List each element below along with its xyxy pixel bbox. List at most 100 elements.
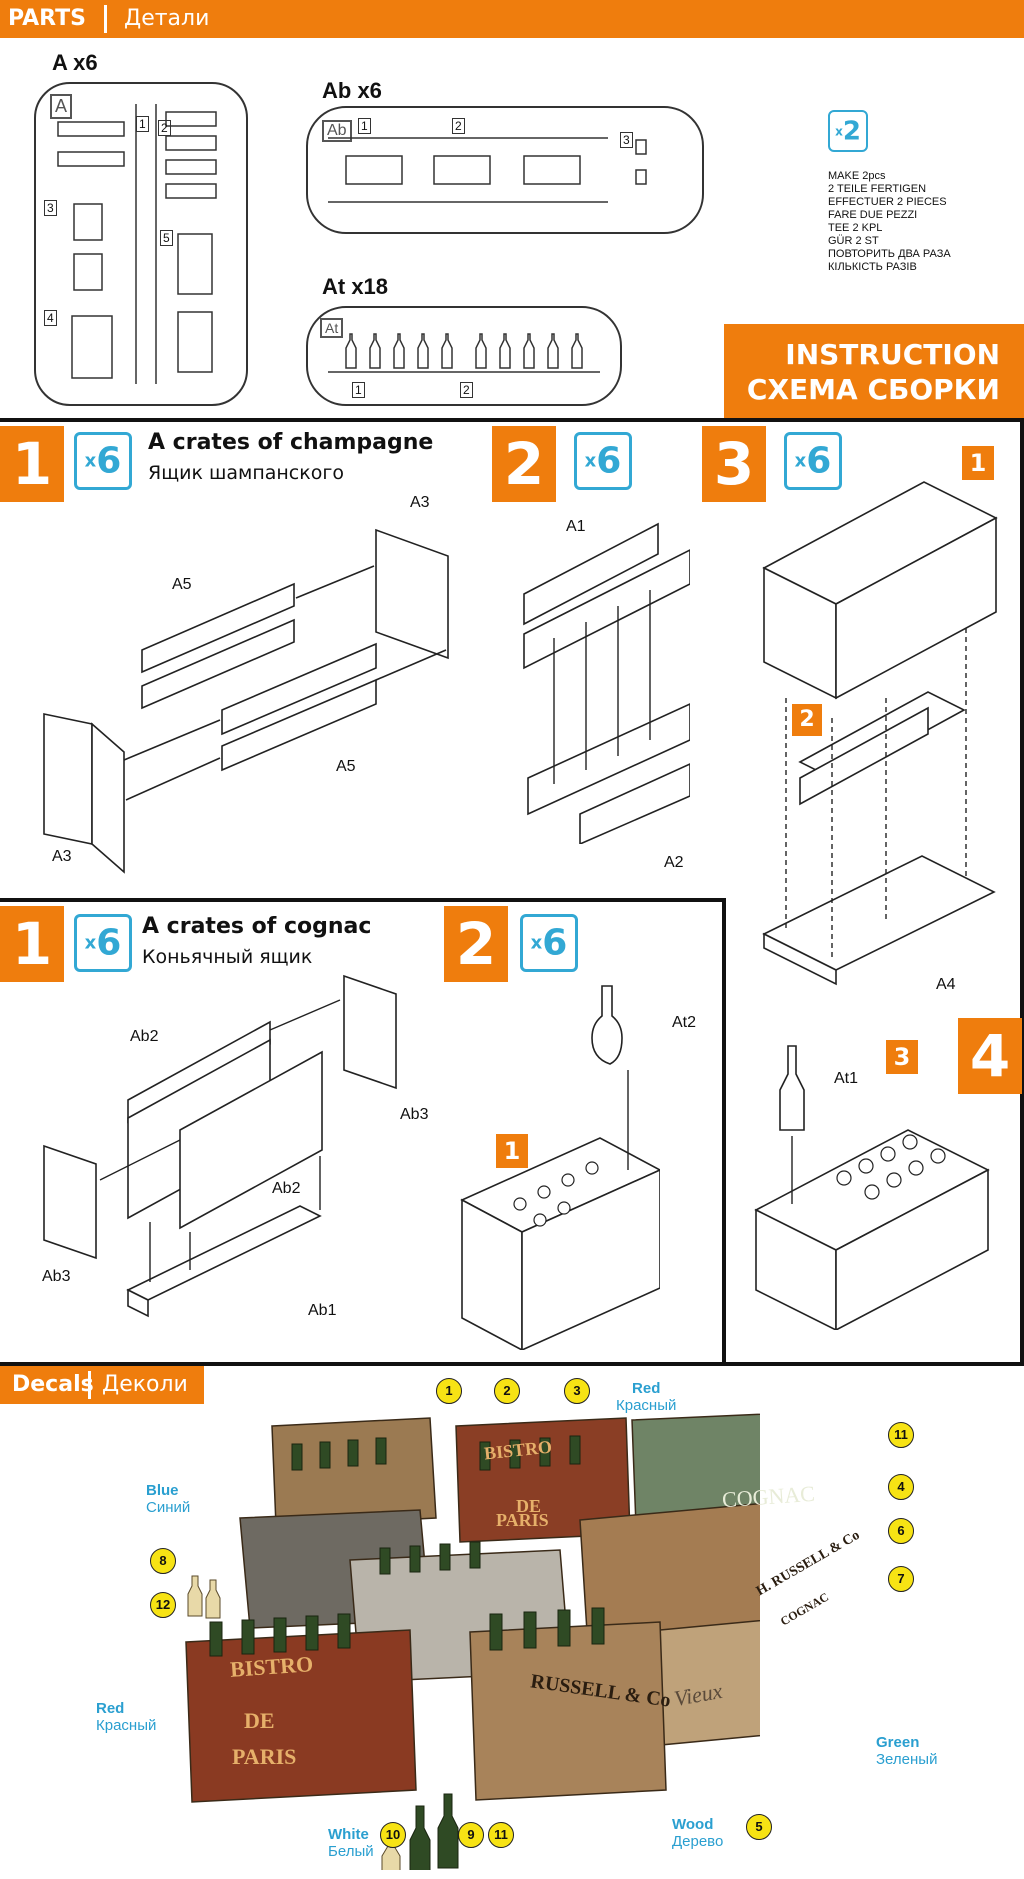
champagne-step-2-drawing: [523, 522, 690, 844]
decal-color-wood-en: Wood: [672, 1816, 714, 1833]
decal-color-red-left-en: Red: [96, 1700, 125, 1717]
decal-color-red-left: Red Красный: [96, 1700, 156, 1734]
sprue-at: At 1 2: [306, 306, 622, 406]
make-2-badge: x2: [828, 110, 868, 152]
cognac-title: A crates of cognac: [142, 914, 372, 939]
champagne-label-a3-bottom: A3: [52, 848, 72, 865]
champagne-step-2-mult-x: x: [584, 450, 597, 472]
cognac-step-2-mult: x6: [520, 914, 578, 972]
parts-header-prefix: PARTS: [8, 6, 86, 31]
decal-callout-7: 7: [888, 1566, 914, 1592]
sprue-ab: Ab 1 2 3: [306, 106, 704, 234]
make-2-line-4: FARE DUE PEZZI: [828, 209, 918, 221]
decal-color-green-ru: Зеленый: [876, 1751, 938, 1768]
make-2-badge-x: x: [835, 124, 843, 139]
decal-callout-11-bottom: 11: [488, 1822, 514, 1848]
decal-callout-8: 8: [150, 1548, 176, 1574]
sprue-a: A 1 2 3 4 5: [34, 82, 248, 406]
champagne-step-3-tag-1: 1: [962, 446, 994, 480]
decal-callout-1: 1: [436, 1378, 462, 1404]
instruction-line-2: СХЕМА СБОРКИ: [746, 373, 1000, 406]
decal-color-white: White Белый: [328, 1826, 374, 1860]
decal-color-white-ru: Белый: [328, 1843, 374, 1860]
champagne-step-3-tag-2: 2: [792, 704, 822, 736]
make-2-line-1: MAKE 2pcs: [828, 170, 886, 182]
divider-middle-vertical: [722, 898, 726, 1362]
sprue-at-drawing: [328, 333, 600, 373]
cognac-step-2-mult-x: x: [530, 932, 543, 954]
make-2-line-5: TEE 2 KPL: [828, 222, 883, 234]
cognac-label-ab2-mid: Ab2: [272, 1180, 301, 1197]
champagne-label-a5-right: A5: [336, 758, 356, 775]
champagne-step-3-mult: x6: [784, 432, 842, 490]
champagne-step-1-drawing: [43, 528, 449, 874]
sprue-a-num-4: 4: [44, 310, 57, 326]
champagne-step-4-tag-3: 3: [886, 1040, 918, 1074]
champagne-label-a2: A2: [664, 854, 684, 871]
sprue-at-label: At x18: [322, 274, 389, 299]
decal-color-red-top-en: Red: [632, 1380, 661, 1397]
champagne-label-at1: At1: [834, 1070, 859, 1087]
champagne-label-a1: A1: [566, 518, 586, 535]
decal-color-red-top-ru: Красный: [616, 1397, 677, 1414]
make-2-badge-n: 2: [842, 116, 861, 147]
sprue-ab-label: Ab x6: [322, 78, 382, 103]
sprue-at-num-1: 1: [352, 382, 365, 398]
decal-callout-4: 4: [888, 1474, 914, 1500]
divider-middle: [0, 898, 726, 902]
champagne-step-3-mult-n: 6: [806, 440, 832, 482]
sprue-a-num-2: 2: [158, 120, 171, 136]
champagne-label-a4: A4: [936, 976, 956, 993]
cognac-step-2-mult-n: 6: [542, 922, 568, 964]
cognac-subtitle: Коньячный ящик: [142, 946, 313, 968]
champagne-step-3: 3: [702, 426, 766, 502]
sprue-ab-letter: Ab: [322, 120, 352, 142]
decal-color-green-en: Green: [876, 1734, 920, 1751]
decal-crate-text-cognac-right: COGNAC: [777, 1589, 832, 1629]
decal-crate-text-de-top: DE: [516, 1496, 542, 1516]
parts-header-title: Детали: [124, 6, 210, 31]
cognac-step-1-mult-n: 6: [96, 922, 122, 964]
sprue-a-drawing: [57, 104, 217, 384]
decal-callout-10: 10: [380, 1822, 406, 1848]
make-2-line-3: EFFECTUER 2 PIECES: [828, 196, 947, 208]
make-2-line-6: GÜR 2 ST: [828, 235, 879, 247]
make-2-line-8: КІЛЬКІСТЬ РАЗІВ: [828, 261, 917, 273]
cognac-step-1-drawing: [43, 974, 397, 1318]
decal-color-wood: Wood Дерево: [672, 1816, 723, 1850]
champagne-step-3-mult-x: x: [794, 450, 807, 472]
header-separator: [104, 5, 107, 33]
cognac-step-1-mult-x: x: [84, 932, 97, 954]
decal-crate-text-paris-bottom: PARIS: [232, 1744, 297, 1769]
decal-color-green: Green Зеленый: [876, 1734, 937, 1768]
champagne-title: A crates of champagne: [148, 430, 434, 455]
decal-callout-5: 5: [746, 1814, 772, 1840]
decals-separator: [88, 1371, 91, 1399]
decals-crates-illustration: [185, 1413, 760, 1870]
cognac-label-ab1: Ab1: [308, 1302, 337, 1319]
sprue-ab-num-2: 2: [452, 118, 465, 134]
decal-callout-11-top: 11: [888, 1422, 914, 1448]
divider-bottom: [0, 1362, 1024, 1366]
champagne-label-a3-top: A3: [410, 494, 430, 511]
decal-callout-3: 3: [564, 1378, 590, 1404]
decal-color-white-en: White: [328, 1826, 369, 1843]
decals-title-en: Decals: [12, 1372, 94, 1397]
decal-color-red-left-ru: Красный: [96, 1717, 157, 1734]
sprue-ab-drawing: [328, 137, 647, 203]
decal-color-blue-en: Blue: [146, 1482, 179, 1499]
sprue-at-num-2: 2: [460, 382, 473, 398]
divider-top: [0, 418, 1024, 422]
champagne-step-4-drawing: [754, 1045, 990, 1330]
decal-crate-text-paris-top: PARIS: [496, 1510, 549, 1530]
decal-callout-12: 12: [150, 1592, 176, 1618]
decals-header-bar: Decals Деколи: [0, 1366, 204, 1404]
decal-color-blue: Blue Синий: [146, 1482, 190, 1516]
cognac-label-ab3-right: Ab3: [400, 1106, 429, 1123]
champagne-label-a5-left: A5: [172, 576, 192, 593]
champagne-subtitle: Ящик шампанского: [148, 462, 344, 484]
champagne-step-4: 4: [958, 1018, 1022, 1094]
champagne-step-1: 1: [0, 426, 64, 502]
sprue-ab-num-1: 1: [358, 118, 371, 134]
decal-callout-2: 2: [494, 1378, 520, 1404]
